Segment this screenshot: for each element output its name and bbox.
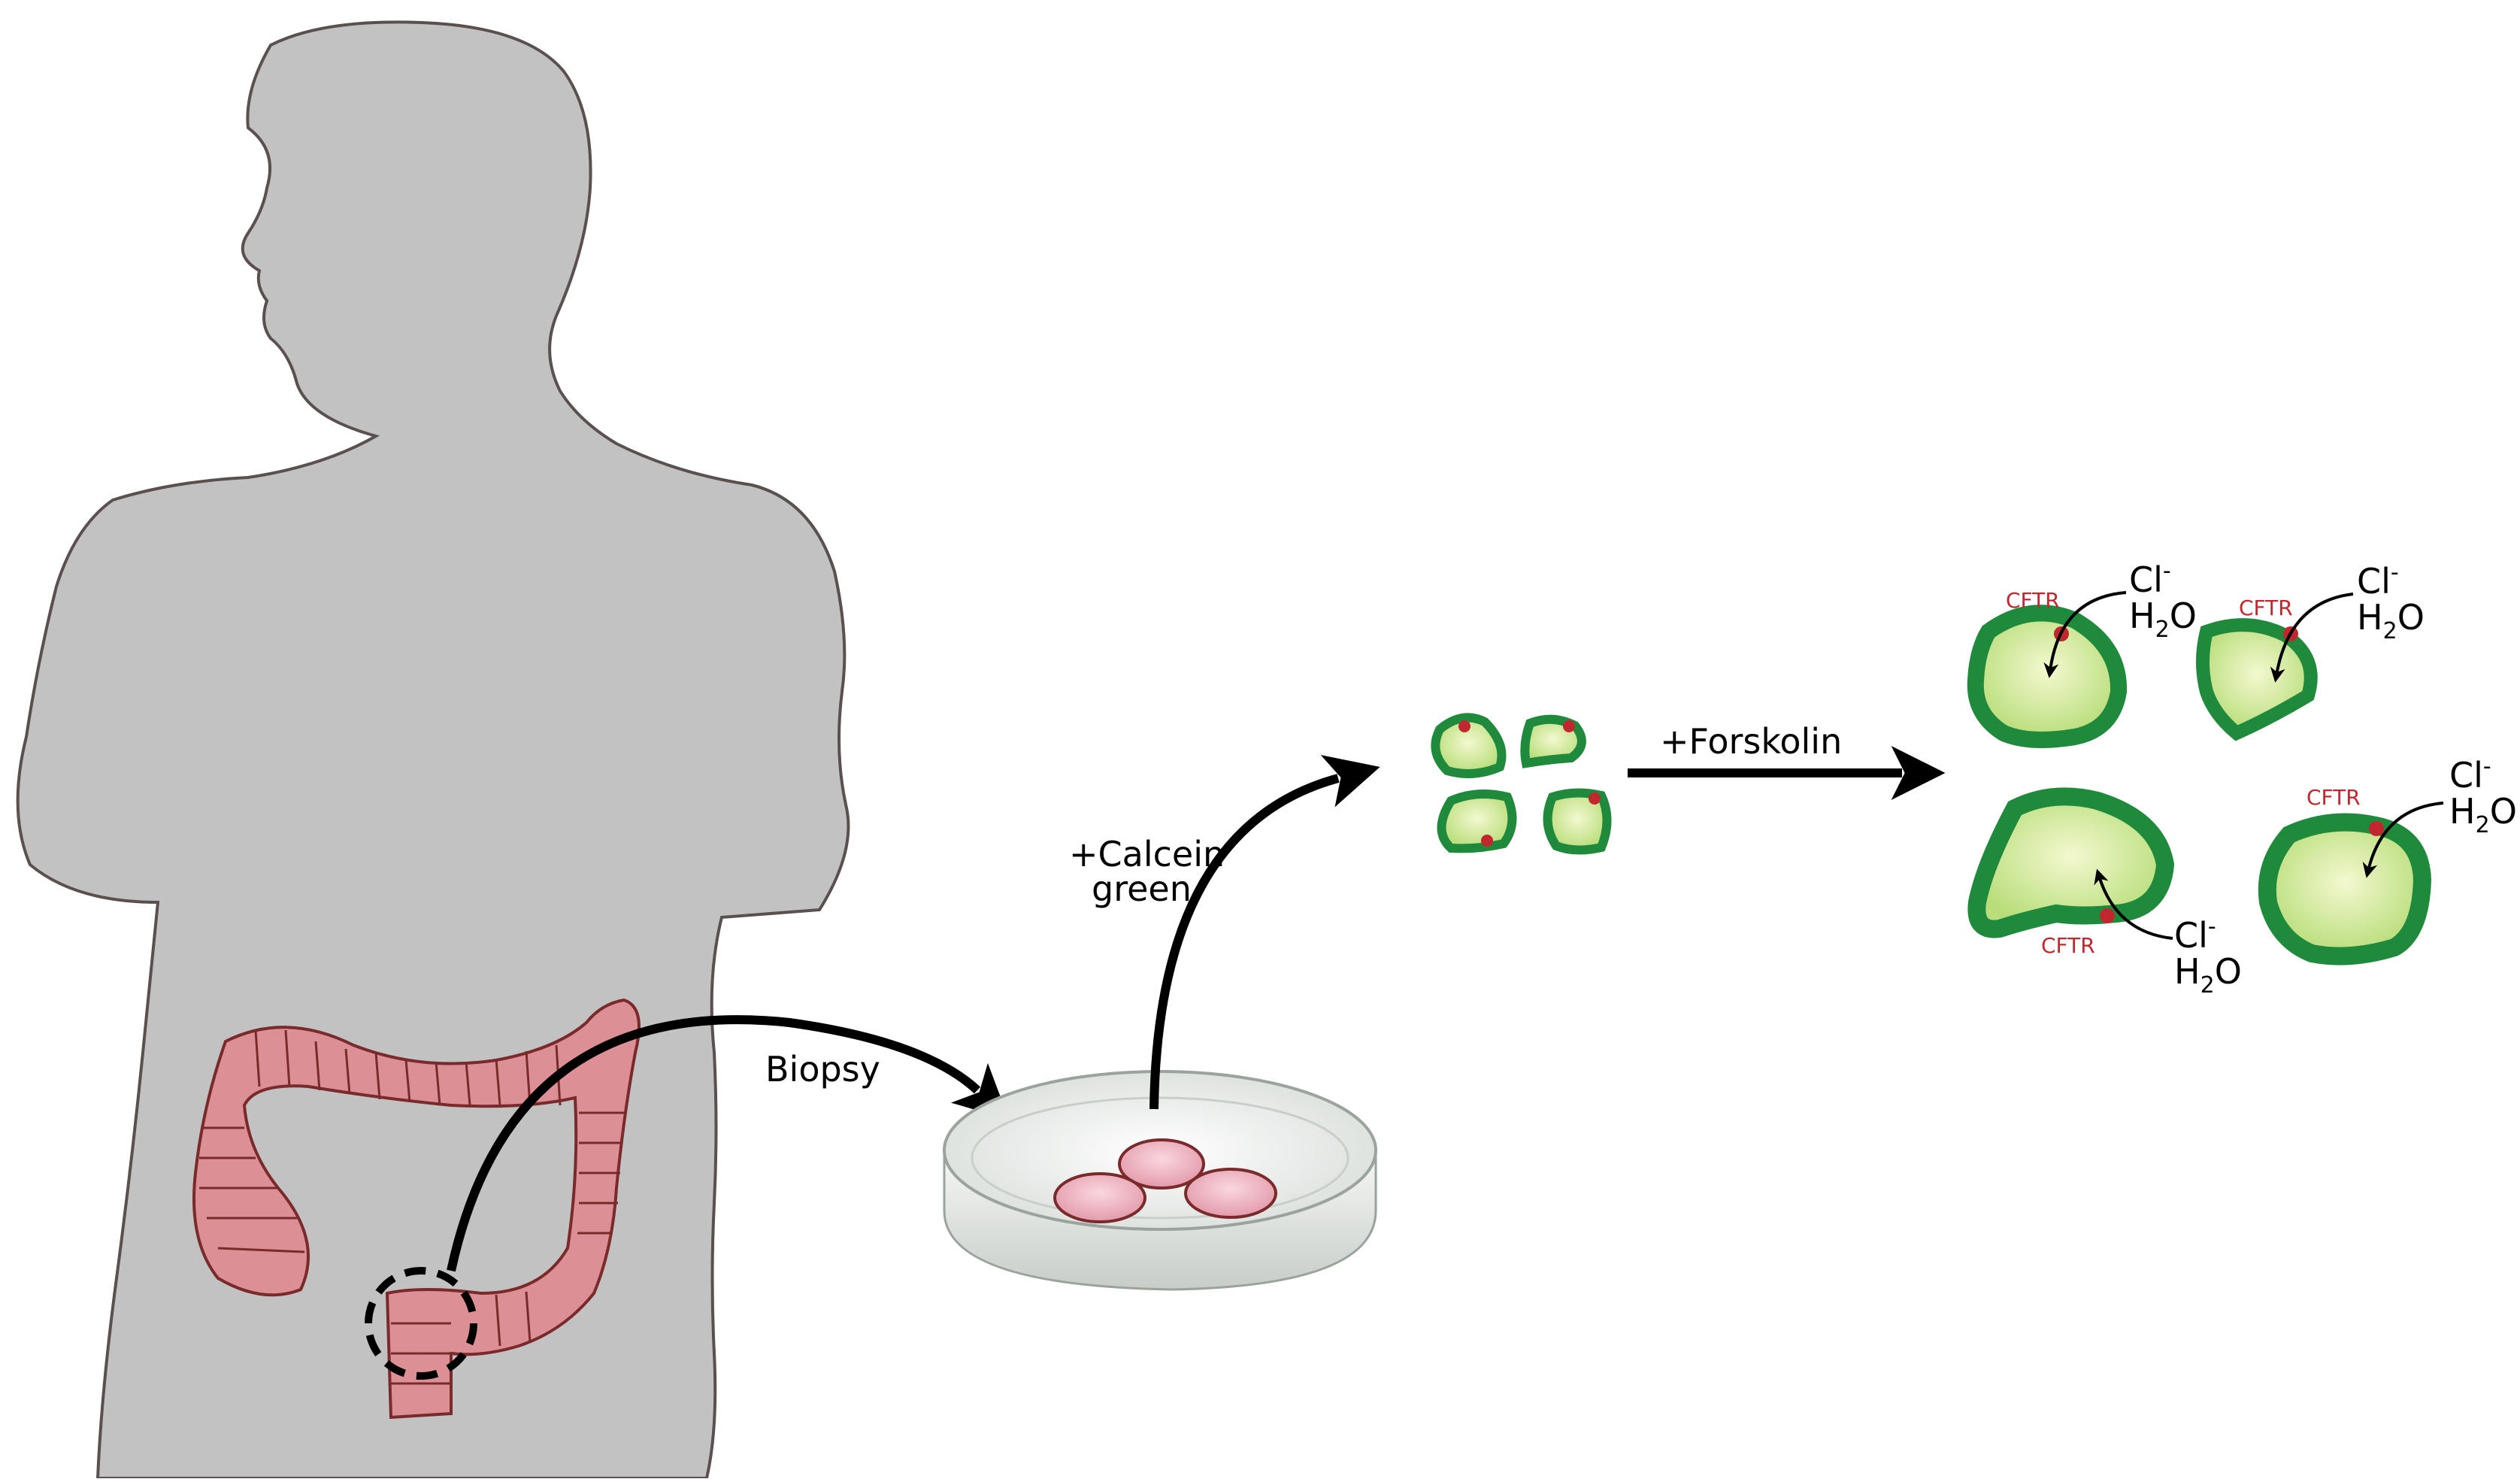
forskolin-label: +Forskolin xyxy=(1660,721,1842,762)
small-organoid-3-cftr-dot xyxy=(1481,835,1493,847)
swollen-organoid-2-chloride: Cl- xyxy=(2357,559,2399,602)
biopsy-arrow xyxy=(447,1015,1010,1272)
swollen-organoid-1: CFTR Cl- H2O xyxy=(1967,558,2197,748)
swollen-organoid-1-cftr-label: CFTR xyxy=(2006,588,2060,613)
swollen-organoid-2-cftr-label: CFTR xyxy=(2239,596,2293,620)
swollen-organoid-4-chloride: Cl- xyxy=(2449,753,2491,796)
organoid-sample-1 xyxy=(1118,1138,1205,1190)
biopsy-label: Biopsy xyxy=(765,1049,880,1090)
swollen-organoid-4-cftr-dot xyxy=(2369,821,2384,836)
swollen-organoid-1-water: H2O xyxy=(2129,596,2197,643)
swollen-organoid-3-water: H2O xyxy=(2174,951,2242,999)
organoid-sample-2 xyxy=(1053,1172,1146,1223)
swollen-organoid-2-water: H2O xyxy=(2357,597,2425,644)
biopsy-site-circle xyxy=(365,1267,477,1380)
small-organoid-3 xyxy=(1437,789,1517,853)
swollen-organoid-3-cftr-label: CFTR xyxy=(2041,933,2095,958)
small-organoid-4-cftr-dot xyxy=(1589,793,1601,805)
small-organoid-2-cftr-dot xyxy=(1563,720,1575,732)
swollen-organoid-4-water: H2O xyxy=(2449,791,2517,838)
swollen-organoid-3-chloride: Cl- xyxy=(2174,914,2216,956)
calcein-label-line1: +Calcein xyxy=(1069,834,1225,874)
small-organoids xyxy=(1431,713,1612,855)
small-organoid-1 xyxy=(1431,713,1507,778)
swollen-organoid-1-chloride: Cl- xyxy=(2129,558,2171,600)
calcein-label-line2: green xyxy=(1092,868,1192,909)
calcein-arrow xyxy=(1149,755,1380,1110)
swollen-organoid-4-ion-arrow xyxy=(2362,802,2444,878)
organoid-sample-3 xyxy=(1184,1168,1277,1219)
petri-dish xyxy=(943,1070,1377,1291)
swollen-organoid-3-ion-arrow xyxy=(2094,868,2173,940)
swollen-organoid-1-ion-arrow xyxy=(2043,591,2127,678)
small-organoid-4 xyxy=(1543,788,1612,855)
swollen-organoid-4-cftr-label: CFTR xyxy=(2306,785,2361,810)
swollen-organoid-3: CFTR Cl- H2O xyxy=(1967,787,2242,999)
swollen-organoid-2-ion-arrow xyxy=(2270,592,2354,683)
swollen-organoid-3-cftr-dot xyxy=(2100,908,2115,923)
small-organoid-1-cftr-dot xyxy=(1458,720,1471,732)
swollen-organoid-4: CFTR Cl- H2O xyxy=(2258,753,2517,965)
human-silhouette xyxy=(16,20,850,1480)
swollen-organoid-2: CFTR Cl- H2O xyxy=(2196,559,2425,741)
